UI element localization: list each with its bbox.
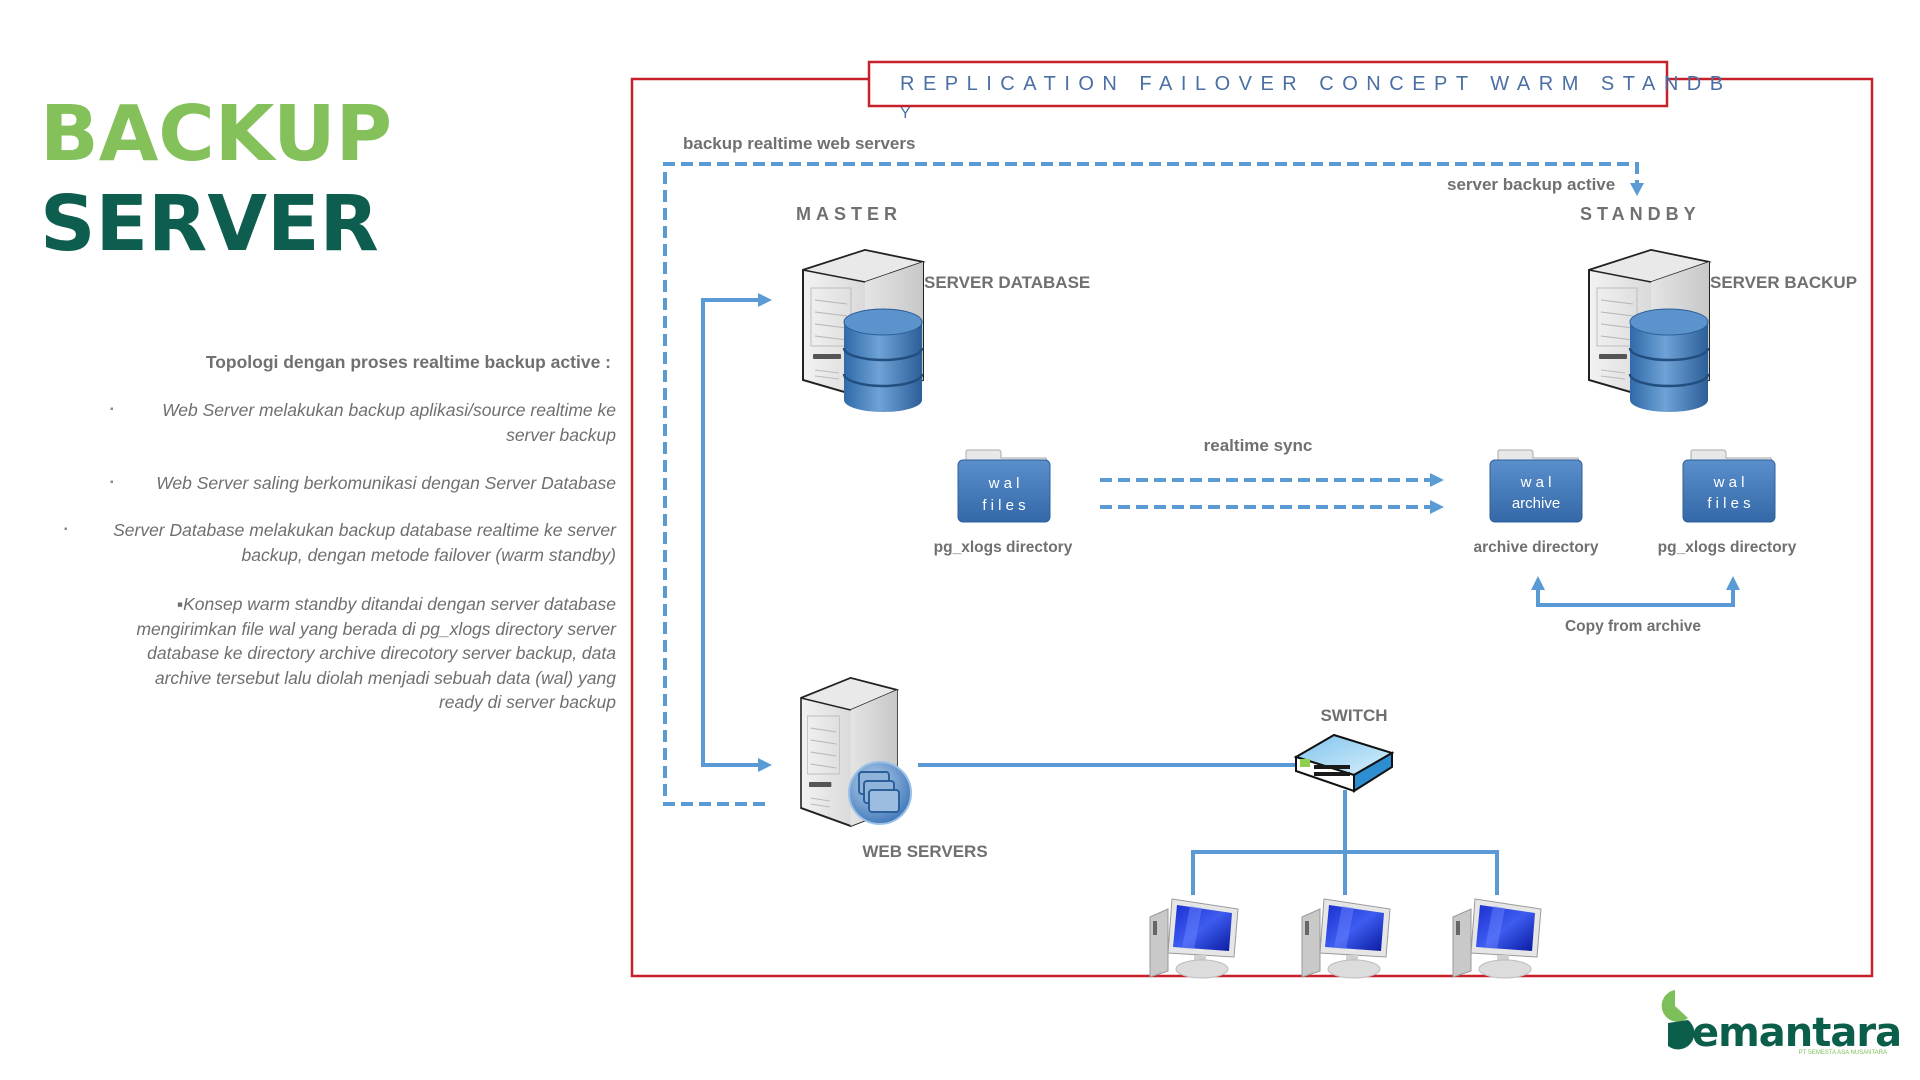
- label-server-backup-active: server backup active: [1447, 175, 1615, 194]
- logo-wordmark: emantara: [1692, 1010, 1901, 1056]
- diagram-title: REPLICATION FAILOVER CONCEPT WARM STANDB: [900, 73, 1732, 95]
- webserver-db-link: [701, 298, 760, 767]
- client-pc-icon: [1452, 898, 1542, 979]
- copy-from-archive-link: [1536, 588, 1735, 607]
- description-line: Server Database melakukan backup databas…: [113, 520, 616, 540]
- wal-files-folder-icon: w a l f i l e s: [957, 449, 1051, 523]
- diagram-frame: [630, 77, 1874, 978]
- diagram-title-box: [867, 60, 1669, 108]
- semantara-logo: emantara PT SEMESTA ASA NUSANTARA: [1661, 990, 1902, 1056]
- description-line: Web Server melakukan backup aplikasi/sou…: [162, 400, 616, 420]
- folder-label: archive: [1512, 495, 1560, 512]
- bullet-icon: ▪: [110, 404, 114, 415]
- description-line: backup, dengan metode failover (warm sta…: [241, 544, 616, 565]
- logo-mark-icon: [1661, 990, 1688, 1022]
- label-pg-xlogs-standby: pg_xlogs directory: [1658, 539, 1797, 556]
- description-heading: Topologi dengan proses realtime backup a…: [205, 352, 611, 372]
- label-server-backup: SERVER BACKUP: [1710, 273, 1857, 292]
- description-item-1: Web Server melakukan backup aplikasi/sou…: [162, 398, 616, 447]
- bullet-icon: ▪: [110, 477, 114, 488]
- slide-title-backup: BACKUP: [40, 90, 393, 179]
- folder-label: w a l: [1520, 474, 1552, 491]
- description-line: server backup: [506, 424, 616, 445]
- arrow-up-icon: [1726, 576, 1740, 590]
- arrow-down-icon: [1630, 183, 1644, 196]
- client-pc-icon: [1301, 898, 1391, 979]
- label-web-servers: WEB SERVERS: [862, 842, 987, 861]
- description-item-4: ▪Konsep warm standby ditandai dengan ser…: [136, 592, 616, 715]
- folder-label: f i l e s: [1707, 495, 1750, 512]
- label-server-database: SERVER DATABASE: [924, 273, 1090, 292]
- description-item-2: Web Server saling berkomunikasi dengan S…: [156, 471, 616, 496]
- description-line: Web Server saling berkomunikasi dengan S…: [156, 473, 616, 493]
- diagram-title-overflow: Y: [900, 105, 911, 122]
- label-archive-directory: archive directory: [1474, 539, 1599, 556]
- folder-label: w a l: [1713, 474, 1745, 491]
- arrow-up-icon: [1531, 576, 1545, 590]
- client-bus-line: [1191, 850, 1499, 895]
- folder-label: f i l e s: [982, 497, 1025, 514]
- label-realtime-sync: realtime sync: [1204, 436, 1313, 455]
- description-item-3: Server Database melakukan backup databas…: [113, 518, 616, 567]
- description-line: archive tersebut lalu diolah menjadi seb…: [154, 667, 616, 688]
- wal-files-folder-standby-icon: w a l f i l e s: [1682, 449, 1776, 523]
- arrow-right-icon: [758, 293, 772, 307]
- label-copy-from-archive: Copy from archive: [1565, 618, 1701, 635]
- label-switch: SWITCH: [1320, 706, 1387, 725]
- wal-archive-folder-icon: w a l archive: [1489, 449, 1583, 523]
- label-standby: STANDBY: [1580, 204, 1701, 224]
- label-master: MASTER: [796, 204, 902, 224]
- description-line: ready di server backup: [438, 692, 616, 712]
- label-pg-xlogs-master: pg_xlogs directory: [934, 539, 1073, 556]
- logo-subtitle: PT SEMESTA ASA NUSANTARA: [1799, 1050, 1887, 1056]
- arrow-right-icon: [1430, 500, 1444, 514]
- server-database-icon: [802, 249, 924, 414]
- folder-label: w a l: [988, 475, 1020, 492]
- description-line: ▪Konsep warm standby ditandai dengan ser…: [176, 594, 616, 614]
- client-pc-icon: [1149, 898, 1239, 979]
- server-backup-icon: [1588, 249, 1710, 414]
- description-line: mengirimkan file wal yang berada di pg_x…: [136, 618, 616, 639]
- backup-dashed-line: [663, 162, 1639, 806]
- slide-title-server: SERVER: [40, 180, 379, 269]
- arrow-right-icon: [1430, 473, 1444, 487]
- arrow-right-icon: [758, 758, 772, 772]
- label-backup-web: backup realtime web servers: [683, 134, 915, 153]
- description-line: database ke directory archive direcotory…: [147, 643, 616, 663]
- web-servers-icon: [800, 677, 912, 827]
- switch-icon: [1293, 733, 1395, 793]
- bullet-icon: ▪: [64, 524, 68, 535]
